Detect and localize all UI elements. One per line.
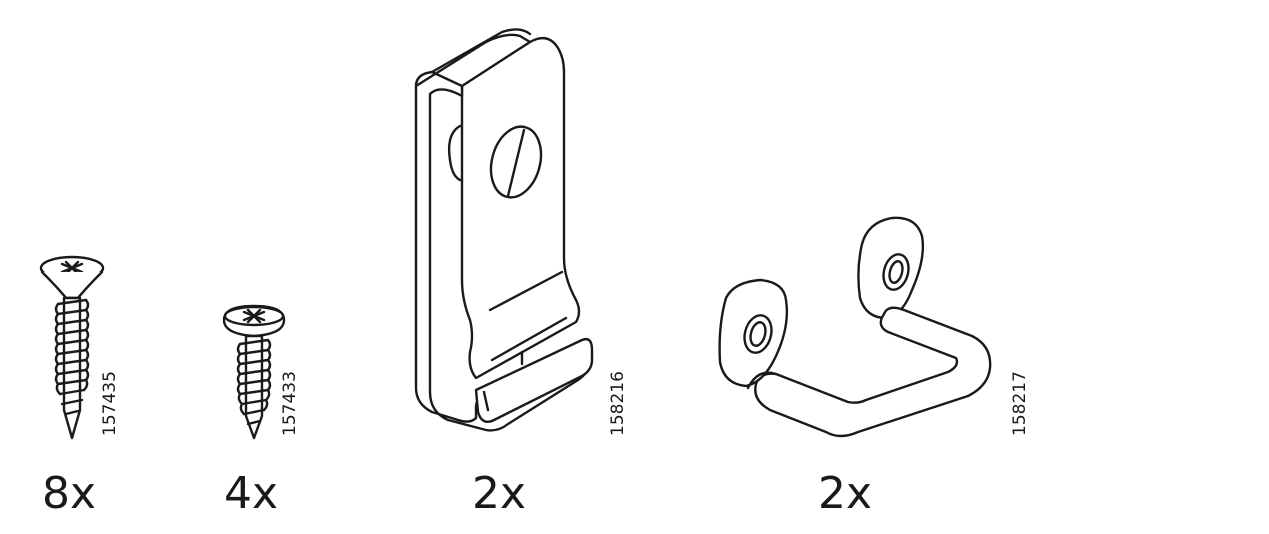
u-handle-bracket-icon xyxy=(718,216,992,438)
pan-head-wood-screw-icon xyxy=(222,304,286,440)
quantity-label: 4x xyxy=(224,468,279,519)
bracket-clip-icon xyxy=(414,28,594,432)
part-157435: 157435 8x xyxy=(0,0,120,516)
quantity-label: 2x xyxy=(472,468,527,519)
quantity-label: 2x xyxy=(818,468,873,519)
part-158216: 158216 2x xyxy=(0,0,628,516)
quantity-label: 8x xyxy=(42,468,97,519)
countersunk-wood-screw-icon xyxy=(39,255,105,440)
article-number: 158217 xyxy=(1010,371,1030,436)
part-157433: 157433 4x xyxy=(0,0,300,516)
part-158217: 158217 2x xyxy=(0,0,1030,516)
